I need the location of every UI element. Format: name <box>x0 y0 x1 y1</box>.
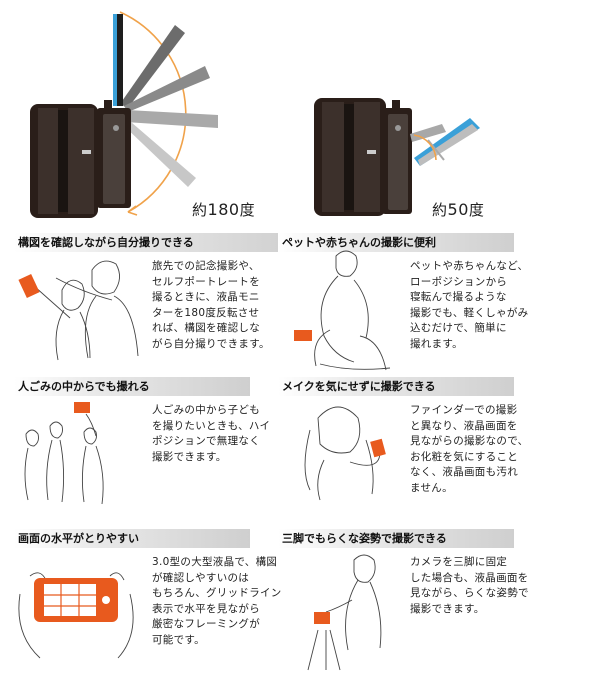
section-title-level: 画面の水平がとりやすい <box>14 529 250 548</box>
camera-icon <box>18 273 40 299</box>
desc-line: 厳密なフレーミングが <box>152 618 260 631</box>
desc-line: 旅先での記念撮影や、 <box>152 260 260 272</box>
section-title-selfie: 構図を確認しながら自分撮りできる <box>14 233 302 252</box>
desc-line: 撮影できます。 <box>410 602 485 615</box>
camera-icon <box>370 438 386 458</box>
section-title-high-position: 人ごみの中からでも撮れる <box>14 377 250 396</box>
rotation-arc <box>119 11 187 213</box>
angle-prefix: 約 <box>192 201 208 219</box>
desc-line: 可能です。 <box>152 633 205 646</box>
camera-icon <box>74 402 90 413</box>
desc-line: セルフポートレートを <box>152 275 260 288</box>
desc-line: 見ながらの撮影なので、 <box>410 435 529 448</box>
desc-line: が確認しやすいのは <box>152 571 250 584</box>
angle-label-180: 約180度 <box>192 199 255 220</box>
camera-icon <box>294 330 312 341</box>
desc-line: 人ごみの中から子ども <box>152 404 260 416</box>
desc-line: 見ながら、らくな姿勢で <box>410 587 529 600</box>
desc-line: ファインダーでの撮影 <box>410 404 518 416</box>
desc-line: ません。 <box>410 481 453 494</box>
section-title-tripod: 三脚でもらくな姿勢で撮影できる <box>278 529 514 548</box>
section-description-level: 3.0型の大型液晶で、構図 が確認しやすいのは もちろん、グリッドライン 表示で… <box>152 555 282 649</box>
section-description-makeup: ファインダーでの撮影 と異なり、液晶画面を 見ながらの撮影なので、 お化粧を気に… <box>410 403 528 497</box>
desc-line: 3.0型の大型液晶で、構図 <box>152 556 278 568</box>
arc-arrow-icon <box>127 205 138 216</box>
desc-line: ポジションで無理なく <box>152 435 260 448</box>
desc-line: 込むだけで、簡単に <box>410 322 507 335</box>
section-description-high-position: 人ごみの中から子ども を撮りたいときも、ハイ ポジションで無理なく 撮影できます… <box>152 403 270 465</box>
tilt-arc <box>413 134 437 161</box>
angle-value: 50 <box>447 200 469 219</box>
camera-icon <box>314 612 330 624</box>
desc-line: 撮影できます。 <box>152 450 227 463</box>
desc-line: がら自分撮りできます。 <box>152 337 270 350</box>
angle-label-50: 約50度 <box>432 199 484 220</box>
desc-line: 撮れます。 <box>410 337 463 350</box>
desc-line: 撮るときに、液晶モニ <box>152 291 260 304</box>
section-description-low-position: ペットや赤ちゃんなど、 ローポジションから 寝転んで撮るような 撮影でも、軽くし… <box>410 259 528 353</box>
desc-line: と異なり、液晶画面を <box>410 419 518 432</box>
desc-line: 撮影でも、軽くしゃがみ <box>410 306 529 319</box>
desc-line: なく、液晶画面も汚れ <box>410 466 518 479</box>
angle-suffix: 度 <box>468 201 485 219</box>
desc-line: 寝転んで撮るような <box>410 291 507 304</box>
desc-line: もちろん、グリッドライン <box>152 587 282 600</box>
section-title-low-position: ペットや赤ちゃんの撮影に便利 <box>278 233 514 252</box>
desc-line: お化粧を気にすること <box>410 450 519 463</box>
section-description-selfie: 旅先での記念撮影や、 セルフポートレートを 撮るときに、液晶モニ ターを180度… <box>152 259 270 353</box>
desc-line: を撮りたいときも、ハイ <box>152 419 271 432</box>
section-description-tripod: カメラを三脚に固定 した場合も、液晶画面を 見ながら、らくな姿勢で 撮影できます… <box>410 555 529 617</box>
desc-line: 表示で水平を見ながら <box>152 602 260 615</box>
desc-line: ターを180度反転させ <box>152 306 260 319</box>
angle-suffix: 度 <box>239 201 256 219</box>
desc-line: ローポジションから <box>410 275 508 288</box>
desc-line: した場合も、液晶画面を <box>410 571 529 584</box>
angle-prefix: 約 <box>432 201 448 219</box>
desc-line: れば、構図を確認しな <box>152 322 260 335</box>
angle-value: 180 <box>207 200 240 219</box>
desc-line: カメラを三脚に固定 <box>410 556 508 568</box>
desc-line: ペットや赤ちゃんなど、 <box>410 260 529 272</box>
section-title-makeup: メイクを気にせずに撮影できる <box>278 377 514 396</box>
